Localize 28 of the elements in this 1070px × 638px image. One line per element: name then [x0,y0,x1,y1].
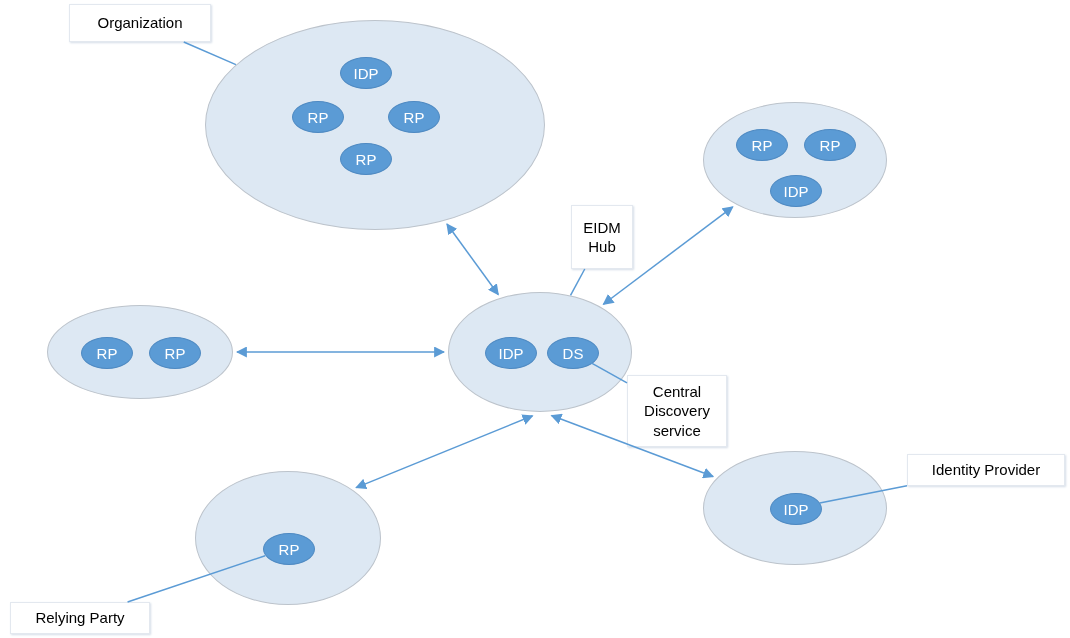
leader-line [126,554,266,603]
entity-oval: RP [263,533,315,565]
double-arrow [235,346,446,358]
entity-oval: RP [292,101,344,133]
leader-line [590,362,628,384]
entity-oval: IDP [485,337,537,369]
double-arrow [550,413,715,479]
double-arrow [602,206,734,305]
callout-label: EIDM Hub [571,205,633,269]
entity-oval: RP [340,143,392,175]
entity-oval: IDP [770,493,822,525]
entity-oval: RP [736,129,788,161]
callout-label: Central Discovery service [627,375,727,447]
leader-line [569,268,586,297]
callout-label: Organization [69,4,211,42]
entity-oval: DS [547,337,599,369]
callout-label: Relying Party [10,602,150,634]
leader-line [183,41,237,66]
entity-oval: RP [804,129,856,161]
entity-oval: IDP [340,57,392,89]
callout-label: Identity Provider [907,454,1065,486]
entity-oval: RP [81,337,133,369]
entity-oval: RP [388,101,440,133]
leader-line [819,484,908,504]
double-arrow [355,414,534,490]
double-arrow [446,223,499,296]
entity-oval: IDP [770,175,822,207]
entity-oval: RP [149,337,201,369]
